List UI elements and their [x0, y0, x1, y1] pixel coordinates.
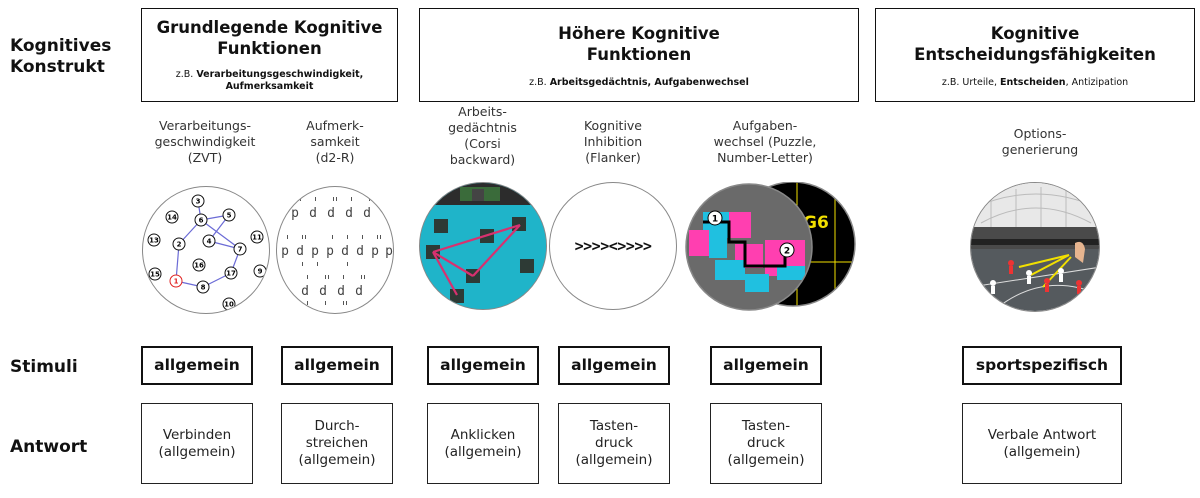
d2-letter: d [309, 206, 317, 221]
header-title: Kognitive Entscheidungsfähigkeiten [914, 24, 1156, 64]
subconstruct-label: Aufmerk- samkeit (d2-R) [306, 118, 364, 165]
puzzle-start-number: 1 [712, 215, 718, 225]
d2-letter: d [341, 244, 349, 259]
zvt-number: 9 [258, 268, 263, 276]
stimulus-box: sportspezifisch [962, 346, 1122, 385]
d2-letter: d [337, 284, 345, 299]
response-box: Tasten- druck (allgemein) [558, 403, 670, 484]
row-label-stimuli: Stimuli [10, 357, 78, 377]
corsi-diagram [420, 183, 546, 309]
zvt-number: 13 [149, 237, 159, 245]
zvt-number: 14 [167, 214, 177, 222]
zvt-diagram: 3 14 6 5 13 2 4 11 16 7 15 1 17 8 9 10 [147, 194, 267, 311]
subconstruct-label: Aufgaben- wechsel (Puzzle, Number-Letter… [713, 118, 817, 165]
flanker-task-image: >>>><>>>> [549, 182, 677, 310]
d2-letter: p [326, 244, 334, 259]
subconstruct-label: Kognitive Inhibition (Flanker) [583, 118, 643, 165]
d2-letter: p [281, 244, 289, 259]
stimulus-box: allgemein [710, 346, 822, 385]
zvt-number: 2 [177, 241, 182, 249]
zvt-task-image: 3 14 6 5 13 2 4 11 16 7 15 1 17 8 9 10 [142, 186, 270, 314]
subconstruct-label: Options- generierung [1001, 126, 1079, 157]
zvt-number: 15 [150, 271, 160, 279]
d2-letter: d [301, 284, 309, 299]
zvt-number: 6 [199, 217, 204, 225]
subconstruct-label: Arbeits- gedächtnis (Corsi backward) [448, 104, 517, 167]
row-label-response: Antwort [10, 437, 88, 457]
subconstruct-label: Verarbeitungs- geschwindigkeit (ZVT) [154, 118, 256, 165]
response-box: Durch- streichen (allgemein) [281, 403, 393, 484]
zvt-number: 7 [238, 246, 243, 254]
header-higher-cognitive: Höhere Kognitive Funktionen z.B. Arbeits… [419, 8, 859, 102]
d2-letter: d [355, 284, 363, 299]
zvt-number: 10 [224, 301, 234, 309]
header-example: z.B. Arbeitsgedächtnis, Aufgabenwechsel [529, 77, 749, 88]
header-example: z.B. Urteile, Entscheiden, Antizipation [941, 77, 1129, 88]
d2-letter: p [311, 244, 319, 259]
zvt-number: 8 [201, 284, 206, 292]
response-box: Verbale Antwort (allgemein) [962, 403, 1122, 484]
d2r-diagram: p d d d d p d p p d d p p d d d d [281, 197, 393, 305]
stimulus-box: allgemein [281, 346, 393, 385]
header-decision-making: Kognitive Entscheidungsfähigkeiten z.B. … [875, 8, 1195, 102]
zvt-number: 3 [196, 198, 201, 206]
d2-letter: d [356, 244, 364, 259]
d2-letter: p [291, 206, 299, 221]
zvt-number: 17 [226, 270, 236, 278]
row-label-construct: Kognitives Konstrukt [10, 36, 112, 77]
d2-letter: p [371, 244, 379, 259]
header-basic-cognitive: Grundlegende Kognitive Funktionen z.B. V… [141, 8, 398, 102]
puzzle-diagram: G6 1 2 [685, 181, 856, 311]
d2-letter: p [385, 244, 393, 259]
response-box: Verbinden (allgemein) [141, 403, 253, 484]
zvt-number: 11 [252, 234, 262, 242]
header-title: Grundlegende Kognitive Funktionen [156, 18, 383, 58]
stimulus-box: allgemein [558, 346, 670, 385]
sport-scene [971, 183, 1099, 311]
header-example: z.B. Verarbeitungsgeschwindigkeit, Aufme… [175, 69, 364, 92]
header-title: Höhere Kognitive Funktionen [558, 24, 720, 64]
stimulus-box: allgemein [427, 346, 539, 385]
task-switching-image: G6 1 2 [685, 181, 857, 312]
d2-letter: d [363, 206, 371, 221]
d2r-task-image: p d d d d p d p p d d p p d d d d [276, 186, 394, 314]
puzzle-end-number: 2 [784, 247, 790, 257]
d2-letter: d [327, 206, 335, 221]
corsi-task-image [419, 182, 547, 310]
zvt-number: 5 [227, 212, 232, 220]
response-box: Anklicken (allgemein) [427, 403, 539, 484]
option-generation-image [970, 182, 1100, 312]
d2-letter: d [319, 284, 327, 299]
response-box: Tasten- druck (allgemein) [710, 403, 822, 484]
d2-letter: d [345, 206, 353, 221]
flanker-arrows: >>>><>>>> [574, 237, 652, 255]
zvt-number: 16 [194, 262, 204, 270]
stimulus-box: allgemein [141, 346, 253, 385]
zvt-number: 4 [207, 238, 212, 246]
zvt-number-target: 1 [174, 278, 179, 286]
d2-letter: d [296, 244, 304, 259]
